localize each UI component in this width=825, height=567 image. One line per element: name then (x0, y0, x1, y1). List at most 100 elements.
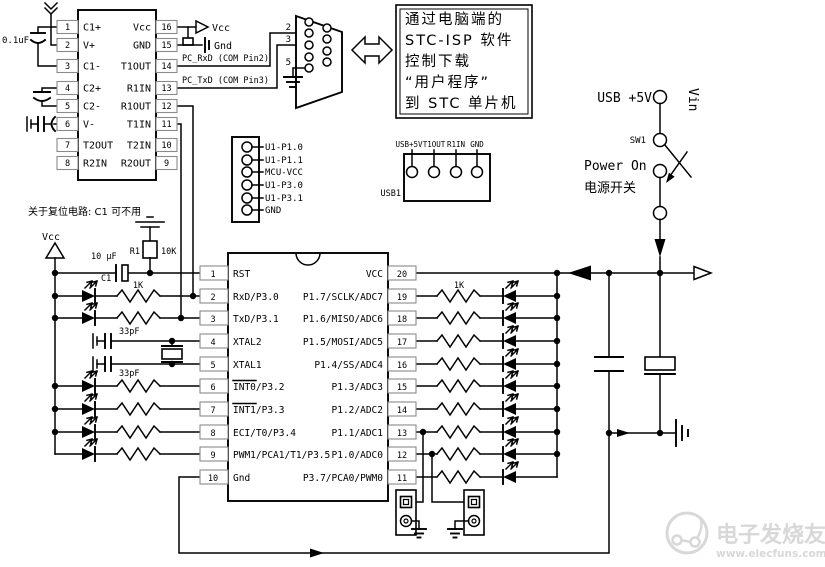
pin-number: 15 (161, 41, 171, 51)
crystal-circuit: 33pF 33pF (92, 327, 201, 379)
db9-connector: 2 3 5 (283, 14, 343, 110)
power-switch-section: USB +5V Vin SW1 Power On 电源开关 (584, 88, 700, 274)
pin-number: 14 (397, 406, 407, 416)
pin-name: V+ (83, 41, 95, 52)
note-line-5: 到 STC 单片机 (405, 95, 518, 112)
pc-rxd-label: PC_RxD (COM Pin2) (182, 54, 269, 64)
pin-name: T2IN (127, 141, 151, 152)
pin-name: VCC (366, 269, 383, 280)
ground-symbol (675, 419, 689, 447)
pin-number: 16 (161, 23, 171, 33)
jumper-pad-square (467, 495, 481, 509)
note-line-4: “用户程序” (405, 74, 490, 91)
switch-terminal (652, 163, 668, 179)
pin-number: 4 (65, 84, 70, 94)
isp-pin-label: U1-P3.1 (265, 194, 303, 204)
right-led-row (415, 302, 558, 326)
wire-r1in-db9 (176, 44, 306, 89)
wire-r1out-rxd (176, 105, 194, 297)
pin-number: 17 (397, 338, 407, 348)
usb1-name: USB1 (381, 189, 401, 199)
max232-chip: 0.1uF Vcc Gnd PC_RxD (COM Pin2) PC_TxD (… (2, 1, 306, 319)
pin-number: 18 (397, 315, 407, 325)
double-arrow-icon (350, 35, 394, 65)
c1-value: 10 μF (91, 252, 117, 262)
pin-number: 7 (210, 406, 215, 416)
db9-gnd-wire (292, 67, 306, 78)
pin-number: 5 (210, 361, 215, 371)
db9-pin3-label: 3 (286, 35, 291, 45)
pc-txd-label: PC_TxD (COM Pin3) (182, 76, 269, 86)
ground-symbol (411, 528, 427, 539)
pin-name: T1OUT (121, 62, 151, 73)
charge-pump-capacitors: 0.1uF (2, 1, 59, 133)
right-led-row (415, 348, 558, 372)
left-resistor-value: 1K (133, 281, 144, 291)
pin-number: 11 (161, 120, 171, 130)
r1-name: R1 (130, 247, 140, 257)
jumper-pad-round (399, 514, 413, 528)
pin-name: P1.0/ADC0 (332, 450, 384, 461)
switch-lever (663, 143, 693, 179)
db9-pin2-label: 2 (286, 23, 291, 33)
ground-symbol (447, 528, 463, 539)
isp-pin-label: U1-P1.1 (265, 156, 303, 166)
isp-pin-label: U1-P1.0 (265, 143, 303, 153)
vcc-triangle-icon (44, 241, 66, 259)
pin-number: 1 (210, 270, 215, 280)
ground-rail (178, 432, 610, 554)
reset-and-led-section: 关于复位电路: C1 可不用 Vcc R1 10K 10 μF C1 (28, 205, 201, 462)
pin-number: 3 (65, 62, 70, 72)
pin-number: 5 (65, 102, 70, 112)
pin-number: 8 (65, 159, 70, 169)
right-resistor-value: 1K (454, 281, 465, 291)
pin-number: 10 (161, 141, 171, 151)
pin-name: C2- (83, 102, 101, 113)
pin-number: 11 (397, 474, 407, 484)
pin-name: ECI/T0/P3.4 (233, 428, 296, 439)
isp-pin-label: U1-P3.0 (265, 181, 303, 191)
pin-number: 6 (210, 383, 215, 393)
pin-number: 6 (65, 120, 70, 130)
pin-name: INT0/P3.2 (233, 382, 284, 393)
left-led-row (54, 393, 201, 417)
pin-name: GND (133, 41, 151, 52)
isp-header: U1-P1.0 U1-P1.1 MCU-VCC U1-P3.0 U1-P3.1 … (231, 136, 303, 223)
pin-number: 13 (397, 429, 407, 439)
reset-note: 关于复位电路: C1 可不用 (28, 205, 141, 218)
pin-number: 12 (397, 451, 407, 461)
pin-number: 7 (65, 141, 70, 151)
jumper-pad-square (399, 495, 413, 509)
right-led-row (415, 280, 558, 304)
watermark-url: www.elecfuns.com (716, 548, 825, 560)
pin-name: C1+ (83, 23, 101, 34)
pin-number: 10 (208, 474, 218, 484)
usb-5v-label: USB +5V (597, 91, 652, 106)
current-arrow-icon (617, 429, 630, 437)
watermark-brand: 电子发烧友 (716, 522, 825, 548)
usb1-pin-label: USB+5V (395, 140, 423, 149)
left-led-row (54, 416, 201, 440)
vin-label: Vin (685, 88, 700, 111)
pin-number: 1 (65, 23, 70, 33)
current-arrow-icon (654, 239, 666, 257)
right-led-row (415, 325, 558, 349)
pin-name: C1- (83, 62, 101, 73)
pin-name: P1.5/MOSI/ADC5 (303, 337, 383, 348)
power-rail (178, 265, 714, 558)
pin-name: P1.6/MISO/ADC6 (303, 314, 383, 325)
pin-number: 15 (397, 383, 407, 393)
usb1-connector: USB+5V T1OUT R1IN GND USB1 (381, 140, 491, 202)
isp-pin-label: GND (265, 206, 281, 216)
db9-shell (295, 14, 343, 110)
vplus-arrow-icon (43, 1, 59, 11)
pin-name: P3.7/PCA0/PWM0 (303, 473, 383, 484)
pin-name: TxD/P3.1 (233, 314, 279, 325)
pin-name: V- (83, 120, 95, 131)
usb1-pin-label: GND (470, 140, 484, 149)
pin-number: 13 (161, 84, 171, 94)
